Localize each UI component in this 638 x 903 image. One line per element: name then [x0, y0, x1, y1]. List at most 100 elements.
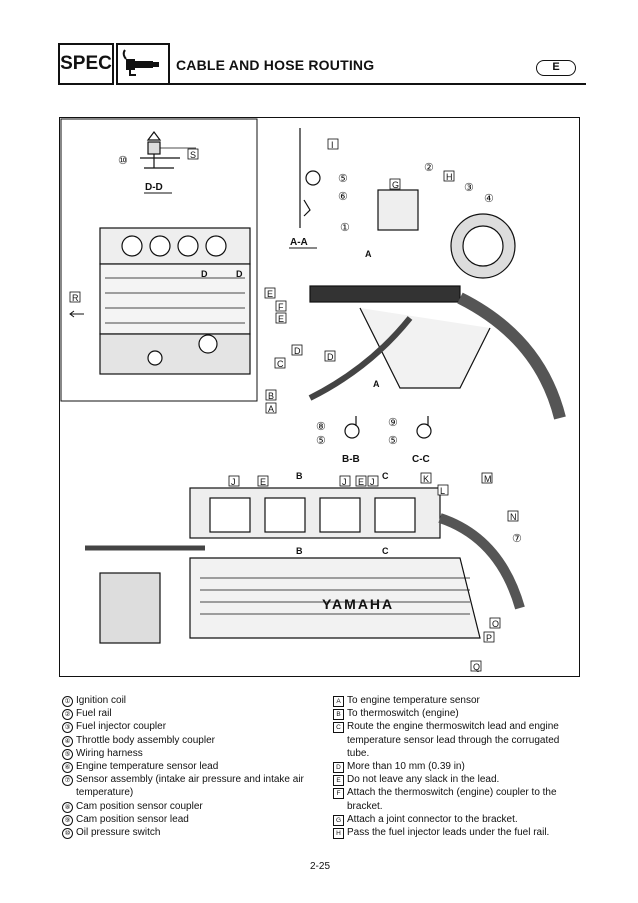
- legend-marker: F: [333, 788, 344, 800]
- callout-num-5-cc: ⑤: [388, 435, 398, 447]
- callout-letter-q: Q: [473, 662, 480, 672]
- page-number: 2-25: [309, 861, 330, 872]
- section-callout-a-top: A: [365, 249, 372, 259]
- callout-letter-b-upper: B: [268, 391, 274, 401]
- section-callout-b-top: B: [296, 471, 303, 481]
- callout-letter-a-upper: A: [268, 404, 274, 414]
- callout-num-6-aa: ⑥: [338, 191, 348, 203]
- callout-letter-o: O: [492, 619, 499, 629]
- legend-marker: ②: [62, 709, 73, 721]
- legend-marker: D: [333, 762, 344, 774]
- callout-letter-h: H: [446, 172, 453, 182]
- section-callout-b-bottom: B: [296, 546, 303, 556]
- section-label-dd: D-D: [145, 182, 163, 193]
- routing-diagram: ⑩ S D-D D D R I ⑤ ⑥: [60, 118, 566, 672]
- callout-num-7: ⑦: [512, 533, 522, 545]
- callout-letter-j-3: J: [370, 477, 375, 487]
- callout-letter-e-upper-2: E: [278, 314, 284, 324]
- section-callout-c-top: C: [382, 471, 389, 481]
- page-header: SPEC CABLE AND HOSE ROUTING E: [58, 43, 586, 87]
- spec-icon-box: [116, 43, 170, 85]
- callout-letter-r: R: [72, 293, 79, 303]
- callout-num-10: ⑩: [118, 155, 128, 167]
- section-callout-d-right: D: [236, 269, 243, 279]
- legend-marker: ③: [62, 722, 73, 734]
- callout-num-5-bb: ⑤: [316, 435, 326, 447]
- section-callout-c-bottom: C: [382, 546, 389, 556]
- callout-letter-p: P: [486, 633, 492, 643]
- legend-marker: ⑧: [62, 801, 73, 813]
- legend-marker: ⑥: [62, 762, 73, 774]
- legend-text: More than 10 mm (0.39 in): [347, 761, 465, 773]
- callout-letter-d-1: D: [294, 346, 301, 356]
- inset-frame: [60, 118, 258, 402]
- engine-bottom-illustration: [85, 487, 525, 644]
- engine-side-view: [99, 227, 251, 375]
- callout-num-3: ③: [464, 182, 474, 194]
- callout-num-8: ⑧: [316, 421, 326, 433]
- callout-letter-j-1: J: [231, 477, 236, 487]
- section-label-aa: A-A: [290, 237, 308, 248]
- legend-text: Engine temperature sensor lead: [76, 761, 219, 773]
- callout-letter-k: K: [423, 474, 429, 484]
- legend-text: Attach a joint connector to the bracket.: [347, 813, 518, 825]
- section-label-bb: B-B: [342, 454, 360, 465]
- callout-letter-d-2: D: [327, 352, 334, 362]
- section-callout-a-bottom: A: [373, 379, 380, 389]
- legend-text: To thermoswitch (engine): [347, 708, 459, 720]
- legend-text: Cam position sensor coupler: [76, 800, 203, 812]
- legend-text: Cam position sensor lead: [76, 813, 189, 825]
- section-bb-cc-details: [344, 416, 432, 439]
- legend-text: Route the engine thermoswitch lead and e…: [347, 721, 560, 759]
- legend-text: Attach the thermoswitch (engine) coupler…: [347, 787, 557, 812]
- callout-letter-m: M: [484, 474, 492, 484]
- legend-marker: ④: [62, 735, 73, 747]
- brand-lettering: YAMAHA: [322, 596, 394, 612]
- callout-num-2: ②: [424, 162, 434, 174]
- callout-letter-l: L: [440, 486, 445, 496]
- legend-marker: ⑤: [62, 748, 73, 760]
- legend-text: Do not leave any slack in the lead.: [347, 774, 500, 786]
- section-callout-d-left: D: [201, 269, 208, 279]
- callout-letter-i: I: [331, 140, 334, 150]
- legend-marker: ①: [62, 696, 73, 707]
- legend-marker: G: [333, 814, 344, 826]
- legend-text: Oil pressure switch: [76, 827, 161, 839]
- callout-letter-g: G: [392, 180, 399, 190]
- legend-text: Throttle body assembly coupler: [76, 734, 215, 746]
- callout-num-9: ⑨: [388, 417, 398, 429]
- arrow-r: [69, 310, 84, 318]
- callout-num-4: ④: [484, 193, 494, 205]
- legend-text: Sensor assembly (intake air pressure and…: [76, 774, 304, 799]
- header-rule: [170, 83, 586, 85]
- page-title: CABLE AND HOSE ROUTING: [176, 57, 375, 73]
- legend-text: Fuel injector coupler: [76, 721, 167, 733]
- spec-label: SPEC: [58, 43, 114, 85]
- section-label-cc: C-C: [412, 454, 430, 465]
- routing-figure: ⑩ S D-D D D R I ⑤ ⑥: [59, 117, 580, 677]
- callout-letter-e-lower-1: E: [260, 477, 266, 487]
- callout-num-1: ①: [340, 222, 350, 234]
- legend-text: Wiring harness: [76, 747, 143, 759]
- callout-letter-e-upper: E: [267, 289, 273, 299]
- legend-text: Ignition coil: [76, 695, 127, 706]
- legend-text: To engine temperature sensor: [347, 695, 480, 706]
- legend-marker: ⑨: [62, 814, 73, 826]
- callout-letter-e-lower-2: E: [358, 477, 364, 487]
